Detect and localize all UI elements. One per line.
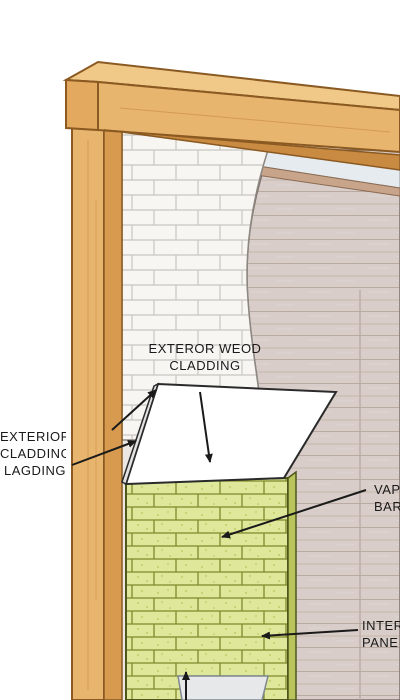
label-line: INTER [362,618,400,633]
header-beam-front [65,78,99,132]
arrow-icon [261,629,359,640]
arrow-icon [221,489,367,539]
label-line: VAP [374,482,400,497]
label-interior-panel: INTER PANE [362,617,400,651]
label-line: BAR [374,499,400,514]
label-line: EXTEROR WEOD [148,341,262,356]
header-beam-side [97,80,400,154]
label-exterior-cladding: EXTERIOR CLADDING LAGDING [0,428,66,479]
base-support [177,675,269,700]
label-line: PANE [362,635,399,650]
timber-grain [119,107,391,133]
label-line: EXTERIOR [0,429,66,444]
label-line: CLADDING [0,446,66,461]
label-line: CLADDING [169,358,241,373]
arrow-icon [111,389,157,431]
masonry-block-side [287,470,297,700]
timber-post-inner [103,113,123,700]
header-beam-underside [103,129,400,171]
label-line: LAGDING [3,463,66,478]
label-exterior-wood-cladding: EXTEROR WEOD CLADDING [140,340,270,374]
label-vapor-barrier: VAP BAR [374,481,400,515]
exterior-cladding-panel-edge [121,382,160,486]
arrow-icon [71,440,137,466]
masonry-block-wall [125,476,289,700]
arrow-icon [199,391,213,463]
